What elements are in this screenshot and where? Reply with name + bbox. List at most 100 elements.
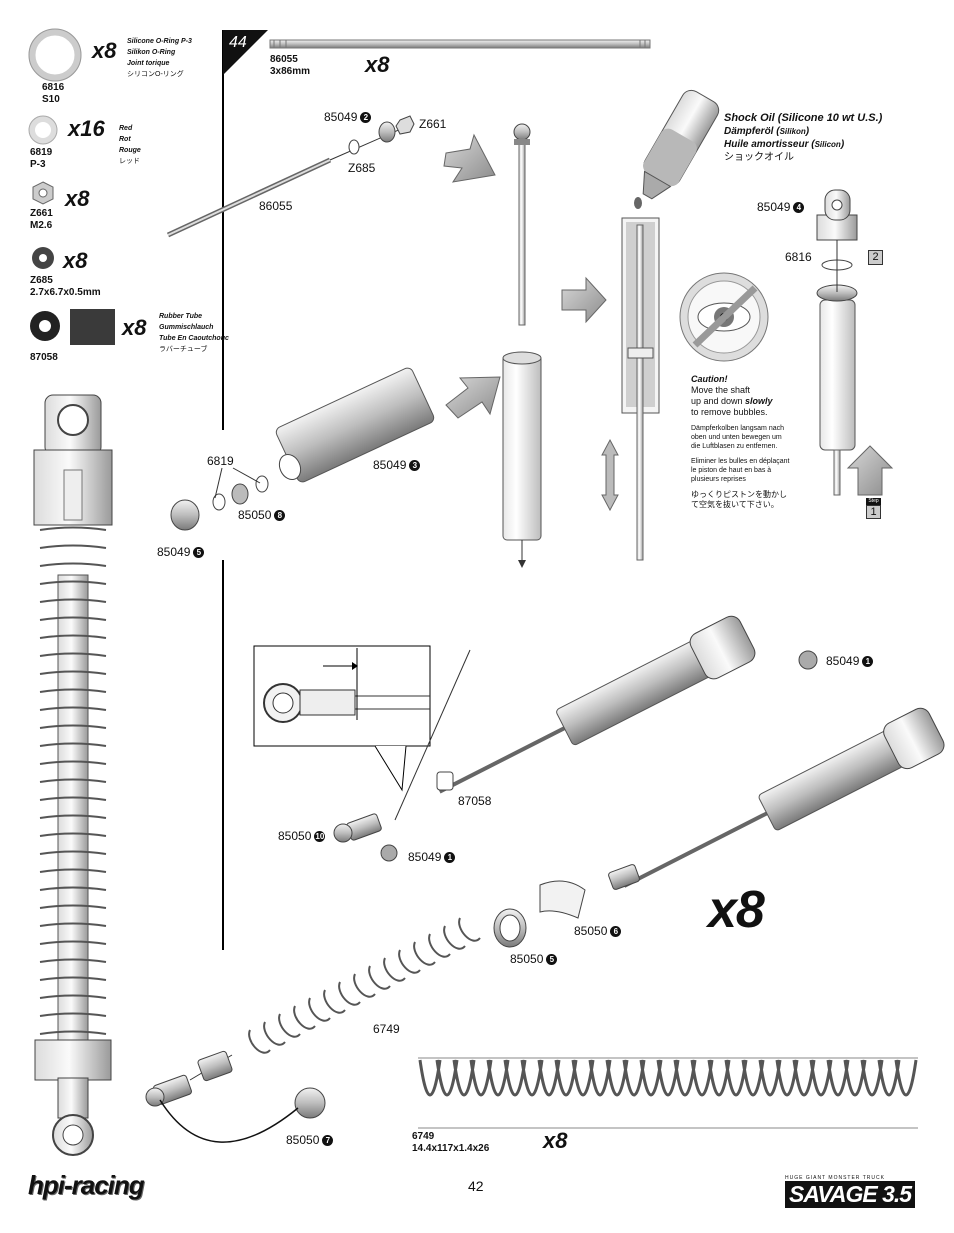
part-name: Silikon O-Ring [127, 49, 176, 56]
caution-en-1: Move the shaft [691, 385, 751, 395]
part-name: Tube En Caoutchouc [159, 335, 229, 342]
part-size: S10 [42, 94, 60, 105]
shaft-size: 3x86mm [270, 66, 311, 77]
caution-de: Dämpferkolben langsam nach oben und unte… [691, 425, 784, 450]
caution-en-2a: up and down [691, 396, 746, 406]
callout-number: 8 [274, 510, 286, 522]
spring-code: 6749 [412, 1131, 435, 1142]
oil-de-main: Dämpferöl ( [724, 126, 780, 137]
part-name: Silicone O-Ring P-3 [127, 38, 192, 45]
step-tag: Step [866, 498, 881, 505]
part-qty: x8 [92, 38, 117, 63]
callout-code: 85050 [278, 829, 312, 843]
hpi-racing-logo: hpi-racing [28, 1170, 145, 1200]
shaft-code: 86055 [270, 54, 298, 65]
callout-number: 3 [409, 460, 421, 472]
oil-de: Dämpferöl (Silikon) [724, 125, 882, 138]
sub-step-indicator: Step 1 [866, 498, 881, 519]
callout-code: 85049 [324, 110, 358, 124]
part-name: Rubber Tube [159, 313, 203, 320]
callout-code: 85049 [373, 458, 407, 472]
callout-code: 85049 [408, 850, 442, 864]
caution-title: Caution! [691, 374, 728, 384]
callout-number: 5 [193, 547, 205, 559]
part-qty: x8 [122, 315, 147, 340]
savage-logo-text: SAVAGE 3.5 [785, 1181, 916, 1208]
part-qty: x16 [68, 116, 105, 141]
callout-label: Z685 [348, 161, 376, 175]
assembly-qty: x8 [708, 881, 765, 939]
callout-number: 6 [610, 926, 622, 938]
oil-fr-sub: Silicon [814, 140, 841, 149]
caution-en-3: to remove bubbles. [691, 407, 768, 417]
shock-oil-note: Shock Oil (Silicone 10 wt U.S.) Dämpferö… [724, 112, 882, 164]
oil-title: Shock Oil (Silicone 10 wt U.S.) [724, 112, 883, 124]
callout-number: 10 [314, 831, 326, 843]
oil-fr: Huile amortisseur (Silicon) [724, 138, 882, 151]
callout-label: 86055 [259, 199, 293, 213]
part-code: 87058 [30, 352, 58, 363]
caution-en-2b: slowly [745, 396, 773, 406]
part-size: P-3 [30, 159, 46, 170]
caution-fr: Eliminer les bulles en déplaçant le pist… [691, 458, 790, 483]
step-box: 1 [866, 505, 881, 519]
callout-code: 85049 [157, 545, 191, 559]
callout-number: 2 [360, 112, 372, 124]
callout-code: 85050 [238, 508, 272, 522]
part-qty: x8 [63, 248, 88, 273]
part-name: Rot [119, 136, 131, 143]
caution-note: Caution! Move the shaft up and down slow… [691, 374, 791, 510]
page-number: 42 [468, 1178, 484, 1194]
spring-size: 14.4x117x1.4x26 [412, 1143, 490, 1154]
oil-jp: ショックオイル [724, 152, 794, 163]
step-number: 44 [229, 34, 247, 51]
part-size: M2.6 [30, 220, 53, 231]
callout-number: 4 [793, 202, 805, 214]
savage-logo-tagline: HUGE GIANT MONSTER TRUCK [785, 1175, 885, 1181]
callout-number: 5 [546, 954, 558, 966]
callout-number: 1 [862, 656, 874, 668]
part-names: Silicone O-Ring P-3 Silikon O-Ring Joint… [127, 36, 227, 80]
part-name: シリコンO-リング [127, 71, 184, 78]
callout-number: 7 [322, 1135, 334, 1147]
part-name: レッド [119, 158, 140, 165]
callout-number: 1 [444, 852, 456, 864]
part-code: Z661 [30, 208, 53, 219]
part-code: 6819 [30, 147, 53, 158]
part-size: 2.7x6.7x0.5mm [30, 287, 101, 298]
shaft-qty: x8 [365, 52, 390, 77]
callout-label: 6819 [207, 454, 234, 468]
callout-label: 6816 [785, 250, 812, 264]
caution-en-2: up and down slowly [691, 396, 791, 407]
part-name: Joint torique [127, 60, 170, 67]
sub-step-box: 2 [868, 250, 883, 265]
part-name: Gummischlauch [159, 324, 214, 331]
spring-qty: x8 [543, 1128, 568, 1153]
part-name: ラバーチューブ [159, 346, 208, 353]
caution-jp: ゆっくりピストンを動かして空気を抜いて下さい。 [691, 490, 787, 509]
callout-code: 85050 [510, 952, 544, 966]
part-names: Red Rot Rouge レッド [119, 123, 199, 167]
savage-logo: HUGE GIANT MONSTER TRUCK SAVAGE 3.5 [785, 1175, 925, 1208]
callout-code: 85049 [757, 200, 791, 214]
part-code: 6816 [42, 82, 65, 93]
oil-de-end: ) [805, 126, 810, 137]
part-name: Rouge [119, 147, 141, 154]
callout-label: 87058 [458, 794, 492, 808]
callout-label: 6749 [373, 1022, 400, 1036]
part-code: Z685 [30, 275, 53, 286]
callout-code: 85050 [286, 1133, 320, 1147]
oil-fr-main: Huile amortisseur ( [724, 139, 815, 150]
oil-fr-end: ) [840, 139, 845, 150]
